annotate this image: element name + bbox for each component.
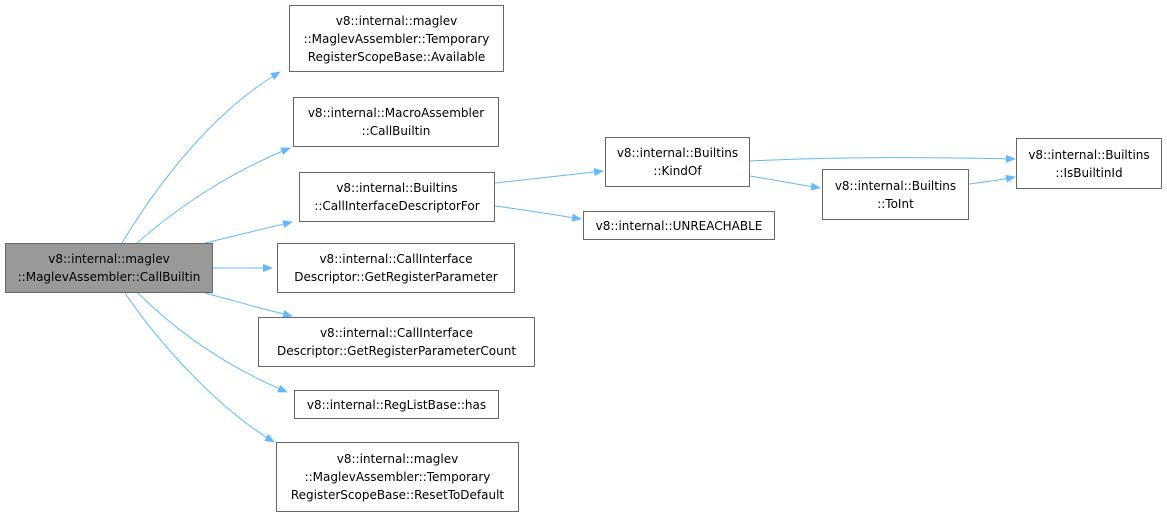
node-callinterfacedescriptorfor[interactable]: v8::internal::Builtins ::CallInterfaceDe… [299, 172, 495, 222]
node-isbuiltinid-line-1: v8::internal::Builtins [1028, 147, 1150, 162]
node-get-param-line-1: v8::internal::CallInterface [319, 252, 473, 266]
node-isbuiltinid-line-2: ::IsBuiltinId [1055, 165, 1123, 180]
node-reset-line-3: RegisterScopeBase::ResetToDefault [290, 488, 505, 502]
node-macroassembler-callbuiltin[interactable]: v8::internal::MacroAssembler ::CallBuilt… [293, 97, 499, 147]
node-builtins-kindof[interactable]: v8::internal::Builtins ::KindOf [605, 137, 750, 187]
node-get-count-line-2: Descriptor::GetRegisterParameterCount [276, 344, 517, 358]
node-unreachable-line-1: v8::internal::UNREACHABLE [595, 218, 763, 233]
node-available-line-1: v8::internal::maglev [335, 13, 458, 28]
edge-root-to-reset [124, 292, 275, 443]
node-available[interactable]: v8::internal::maglev ::MaglevAssembler::… [289, 5, 504, 72]
node-resettodefault[interactable]: v8::internal::maglev ::MaglevAssembler::… [276, 442, 519, 512]
node-root-line-1: v8::internal::maglev [48, 252, 170, 266]
node-getregisterparameter[interactable]: v8::internal::CallInterface Descriptor::… [277, 243, 515, 293]
node-toint-line-2: ::ToInt [877, 196, 914, 211]
edge-kindof-to-toint [749, 175, 821, 191]
node-macro-call-line-1: v8::internal::MacroAssembler [307, 106, 485, 120]
node-get-param-line-2: Descriptor::GetRegisterParameter [294, 270, 498, 284]
edge-root-to-get-count [204, 292, 293, 318]
node-reset-line-1: v8::internal::maglev [336, 452, 459, 466]
edge-root-to-has [137, 292, 288, 393]
node-available-line-2: ::MaglevAssembler::Temporary [303, 31, 490, 46]
edge-cid-for-to-kindof [494, 168, 604, 184]
edge-cid-for-to-unreachable [494, 205, 582, 222]
node-kindof-line-1: v8::internal::Builtins [616, 146, 739, 160]
node-get-count-line-1: v8::internal::CallInterface [319, 326, 474, 340]
node-reset-line-2: ::MaglevAssembler::Temporary [304, 470, 491, 484]
edge-toint-to-isbuiltinid [968, 174, 1016, 185]
node-has-line-1: v8::internal::RegListBase::has [306, 397, 487, 412]
node-root-callbuiltin: v8::internal::maglev ::MaglevAssembler::… [5, 243, 213, 293]
node-builtins-isbuiltinid[interactable]: v8::internal::Builtins ::IsBuiltinId [1016, 138, 1162, 189]
node-kindof-line-2: ::KindOf [653, 164, 702, 178]
node-root-line-2: ::MaglevAssembler::CallBuiltin [17, 270, 201, 284]
node-cid-for-line-2: ::CallInterfaceDescriptorFor [314, 199, 480, 213]
node-available-line-3: RegisterScopeBase::Available [307, 49, 486, 64]
node-cid-for-line-1: v8::internal::Builtins [336, 181, 458, 195]
edge-kindof-to-isbuiltinid [749, 154, 1016, 163]
node-builtins-toint[interactable]: v8::internal::Builtins ::ToInt [822, 169, 969, 220]
node-toint-line-1: v8::internal::Builtins [834, 178, 957, 193]
node-getregisterparametercount[interactable]: v8::internal::CallInterface Descriptor::… [258, 317, 535, 367]
node-macro-call-line-2: ::CallBuiltin [361, 124, 431, 138]
edge-root-to-cid-for [204, 220, 293, 244]
node-unreachable[interactable]: v8::internal::UNREACHABLE [583, 211, 775, 240]
node-reglistbase-has[interactable]: v8::internal::RegListBase::has [294, 390, 499, 419]
edge-root-to-macro-call [136, 147, 291, 244]
edge-root-to-available [121, 71, 281, 244]
